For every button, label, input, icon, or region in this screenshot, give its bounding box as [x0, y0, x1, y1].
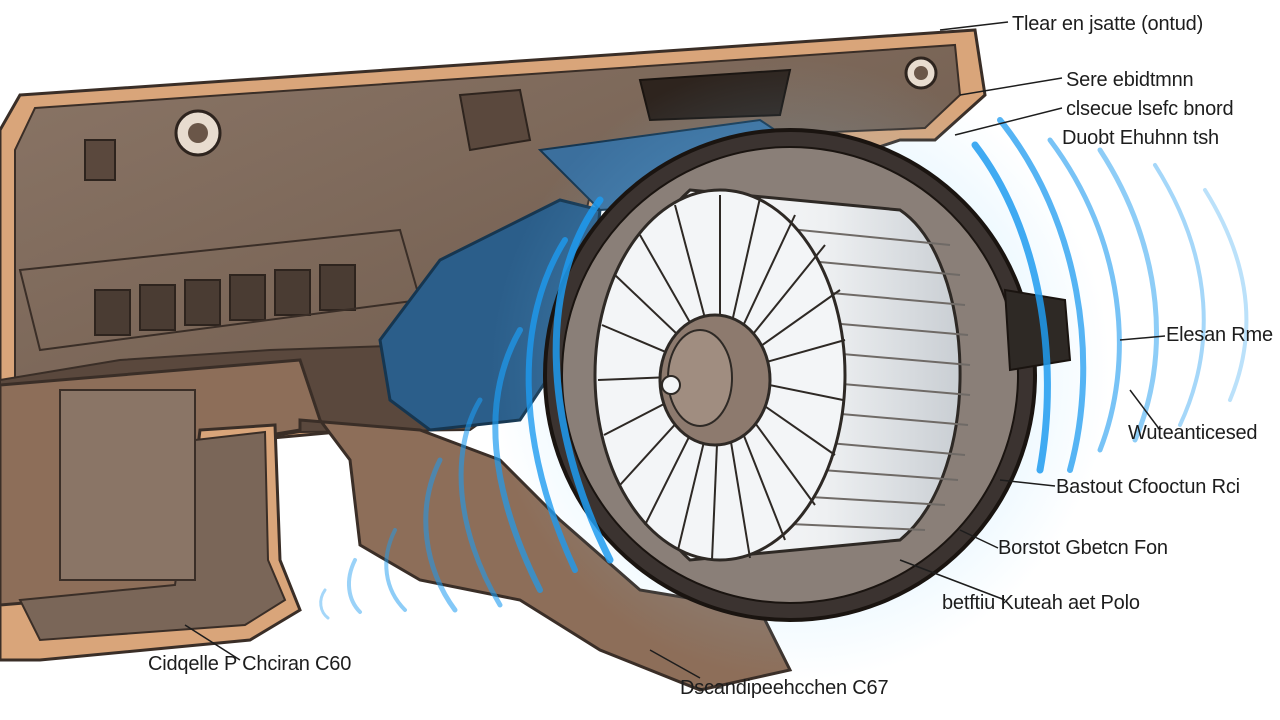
label-right-3: Bastout Cfooctun Rci — [1056, 476, 1240, 498]
label-upper-right-2: clsecue lsefc bnord — [1066, 98, 1234, 120]
airflow-waves-icon — [319, 117, 1249, 620]
blower-fan-icon — [543, 128, 1072, 622]
label-top: Tlear en jsatte (ontud) — [1012, 13, 1204, 35]
label-right-4: Borstot Gbetcn Fon — [998, 537, 1168, 559]
leader-lines — [184, 21, 1166, 679]
label-right-2: Wuteanticesed — [1128, 422, 1258, 444]
label-bottom-center: Dscandipeehcchen C67 — [680, 677, 889, 699]
label-upper-right-1: Sere ebidtmnn — [1066, 69, 1194, 91]
label-upper-right-3: Duobt Ehuhnn tsh — [1062, 127, 1219, 149]
label-bottom-left: Cidqelle P Chciran C60 — [148, 653, 352, 675]
label-right-1: Elesan Rme — [1166, 324, 1273, 346]
label-right-5: betftiu Kuteah aet Polo — [942, 592, 1140, 614]
